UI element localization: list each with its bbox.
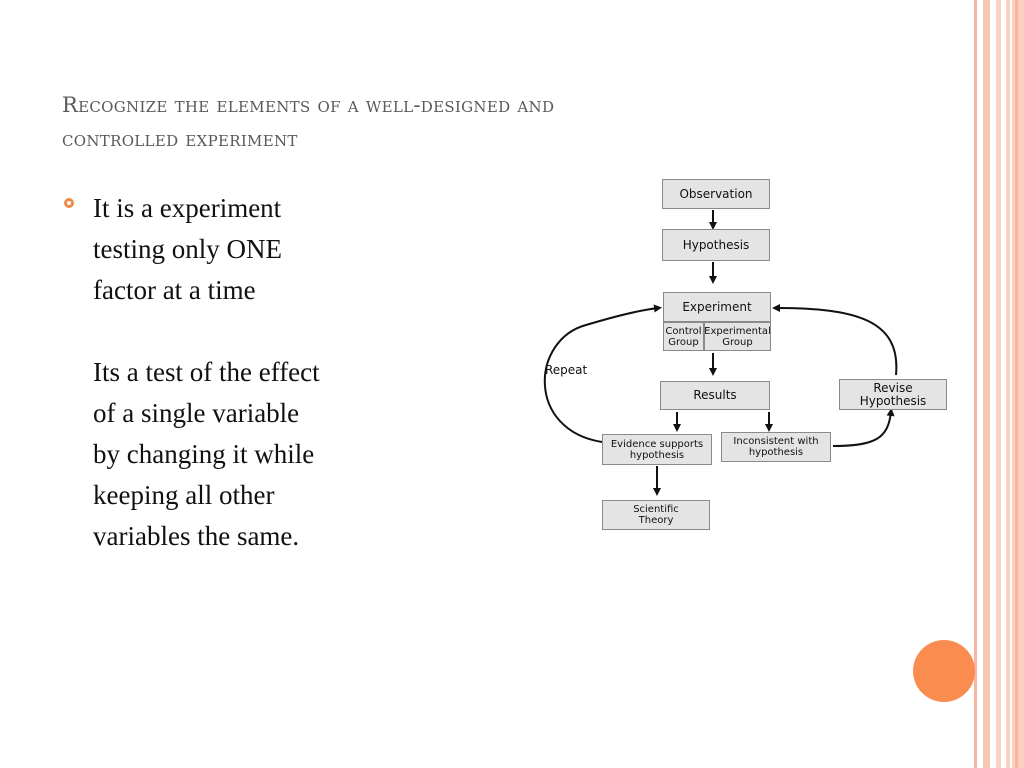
repeat-label: Repeat <box>545 363 588 377</box>
scientific-theory-box: Scientific Theory <box>602 500 710 530</box>
experimental-group-box: Experimental Group <box>704 322 771 351</box>
bullet-paragraph-2: Its a test of the effect of a single var… <box>93 352 453 557</box>
text-line: by changing it while <box>93 439 315 469</box>
box-label: Hypothesis <box>682 237 750 252</box>
stripe <box>996 0 1001 768</box>
title-line: Recognize the elements of a well-designe… <box>62 93 555 117</box>
text-line: It is a experiment <box>93 193 282 223</box>
box-label: Scientific <box>633 504 679 515</box>
text-line: factor at a time <box>93 275 256 305</box>
box-label: Inconsistent with <box>733 436 819 447</box>
bullet-paragraph-1: It is a experiment testing only ONE fact… <box>93 188 453 311</box>
title-line: controlled experiment <box>62 127 298 151</box>
box-label: Theory <box>638 515 674 526</box>
stripe <box>983 0 990 768</box>
box-label-wrap: Control Group <box>665 326 701 348</box>
box-label: Experimental <box>704 325 771 337</box>
box-label: Revise <box>873 380 913 395</box>
box-label: hypothesis <box>748 447 804 458</box>
box-label: Hypothesis <box>859 393 927 408</box>
text-line: keeping all other <box>93 480 275 510</box>
scientific-method-diagram: Observation Hypothesis Experiment Contro… <box>536 170 956 540</box>
text-line: variables the same. <box>93 521 300 551</box>
inconsistent-box: Inconsistent with hypothesis <box>721 432 831 462</box>
hypothesis-box: Hypothesis <box>662 229 770 261</box>
box-label-wrap: Revise Hypothesis <box>859 380 927 408</box>
results-box: Results <box>660 381 770 410</box>
bullet-circle-icon <box>64 198 74 208</box>
control-group-box: Control Group <box>663 322 704 351</box>
text-line: Its a test of the effect <box>93 357 320 387</box>
box-label: hypothesis <box>629 449 685 461</box>
evidence-supports-box: Evidence supports hypothesis <box>602 434 712 465</box>
box-label-wrap: Experimental Group <box>704 326 771 348</box>
revise-hypothesis-box: Revise Hypothesis <box>839 379 947 410</box>
box-label-wrap: Scientific Theory <box>633 504 679 526</box>
box-label: Results <box>693 388 737 402</box>
text-line: of a single variable <box>93 398 300 428</box>
arrow-repeat-loop <box>543 304 662 443</box>
decorative-orange-circle <box>913 640 975 702</box>
box-label: Group <box>722 336 753 348</box>
box-label: Evidence supports <box>610 438 704 450</box>
text-line: testing only ONE <box>93 234 282 264</box>
box-label-wrap: Evidence supports hypothesis <box>611 439 703 461</box>
box-label: Experiment <box>682 299 752 314</box>
observation-box: Observation <box>662 179 770 209</box>
box-label-wrap: Inconsistent with hypothesis <box>733 436 818 458</box>
decorative-border-stripes <box>974 0 1024 768</box>
box-label: Group <box>668 336 699 348</box>
diagram-connectors <box>543 210 898 496</box>
arrow-revise-experiment <box>772 304 898 376</box>
arrow-inconsistent-revise <box>832 408 895 447</box>
stripe <box>1015 0 1018 768</box>
slide-title: Recognize the elements of a well-designe… <box>62 88 782 156</box>
stripe <box>1010 0 1012 768</box>
stripe <box>974 0 977 768</box>
box-label: Control <box>665 325 702 337</box>
experiment-box: Experiment <box>663 292 771 322</box>
box-label: Observation <box>679 186 753 201</box>
